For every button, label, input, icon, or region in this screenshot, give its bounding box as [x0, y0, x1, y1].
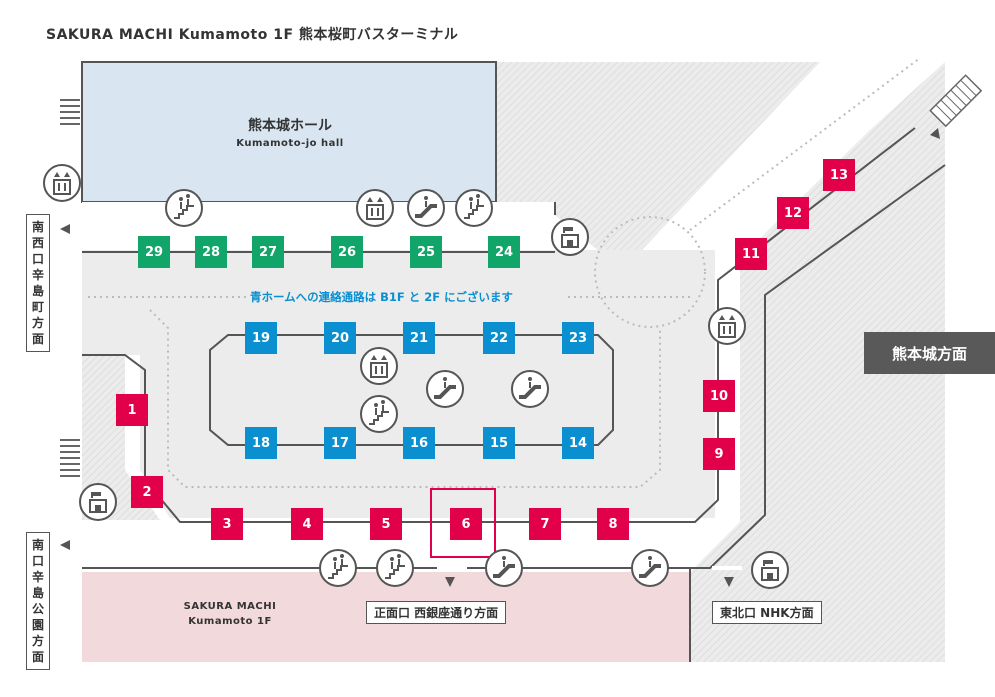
arrow-down-icon [445, 577, 455, 587]
bay-3[interactable]: 3 [211, 508, 243, 540]
bay-20[interactable]: 20 [324, 322, 356, 354]
stairs-icon [360, 395, 398, 433]
southwest-exit-label: 南西口 辛島町方面 [26, 214, 50, 352]
stairs-top-right [929, 74, 983, 128]
escalator-icon [426, 370, 464, 408]
bay-19[interactable]: 19 [245, 322, 277, 354]
bay-23[interactable]: 23 [562, 322, 594, 354]
bay-29[interactable]: 29 [138, 236, 170, 268]
arrow-left-icon [60, 540, 70, 550]
hall-name-en: Kumamoto-jo hall [236, 138, 344, 149]
stairs-left-top [60, 99, 80, 125]
bay-21[interactable]: 21 [403, 322, 435, 354]
bay-24[interactable]: 24 [488, 236, 520, 268]
escalator-icon [485, 549, 523, 587]
castle-direction-label: 熊本城方面 [864, 332, 995, 374]
bay-27[interactable]: 27 [252, 236, 284, 268]
hall-name: 熊本城ホール [248, 118, 332, 134]
bay-8[interactable]: 8 [597, 508, 629, 540]
bay-14[interactable]: 14 [562, 427, 594, 459]
bay-1[interactable]: 1 [116, 394, 148, 426]
sakura-label-2: Kumamoto 1F [188, 616, 272, 627]
bay-9[interactable]: 9 [703, 438, 735, 470]
bay-18[interactable]: 18 [245, 427, 277, 459]
map-title: SAKURA MACHI Kumamoto 1F 熊本桜町バスターミナル [46, 27, 459, 43]
escalator-icon [407, 189, 445, 227]
bay-10[interactable]: 10 [703, 380, 735, 412]
bay-25[interactable]: 25 [410, 236, 442, 268]
highlight-box [430, 488, 496, 558]
bay-12[interactable]: 12 [777, 197, 809, 229]
bay-22[interactable]: 22 [483, 322, 515, 354]
elevator-icon [356, 189, 394, 227]
bay-2[interactable]: 2 [131, 476, 163, 508]
bay-7[interactable]: 7 [529, 508, 561, 540]
ticket-office-icon [751, 551, 789, 589]
stairs-icon [319, 549, 357, 587]
bus-island [209, 334, 614, 446]
bay-5[interactable]: 5 [370, 508, 402, 540]
bay-4[interactable]: 4 [291, 508, 323, 540]
bay-6[interactable]: 6 [450, 508, 482, 540]
escalator-icon [511, 370, 549, 408]
elevator-icon [708, 307, 746, 345]
stairs-left-mid [60, 439, 80, 477]
stairs-icon [165, 189, 203, 227]
arrow-left-icon [60, 224, 70, 234]
arrow-down-left-icon [930, 128, 940, 139]
elevator-icon [360, 347, 398, 385]
bay-17[interactable]: 17 [324, 427, 356, 459]
escalator-icon [631, 549, 669, 587]
bay-26[interactable]: 26 [331, 236, 363, 268]
south-exit-label: 南口 辛島公園方面 [26, 532, 50, 670]
bay-15[interactable]: 15 [483, 427, 515, 459]
sakura-label-1: SAKURA MACHI [183, 601, 277, 612]
elevator-icon [43, 164, 81, 202]
bay-11[interactable]: 11 [735, 238, 767, 270]
bay-16[interactable]: 16 [403, 427, 435, 459]
northeast-exit-label: 東北口 NHK方面 [712, 601, 822, 624]
ticket-office-icon [79, 483, 117, 521]
connection-note: 青ホームへの連絡通路は B1F と 2F にございます [250, 290, 513, 304]
bay-28[interactable]: 28 [195, 236, 227, 268]
stairs-icon [455, 189, 493, 227]
stairs-icon [376, 549, 414, 587]
arrow-down-icon [724, 577, 734, 587]
bay-13[interactable]: 13 [823, 159, 855, 191]
ticket-office-icon [551, 218, 589, 256]
front-exit-label: 正面口 西銀座通り方面 [366, 601, 507, 624]
